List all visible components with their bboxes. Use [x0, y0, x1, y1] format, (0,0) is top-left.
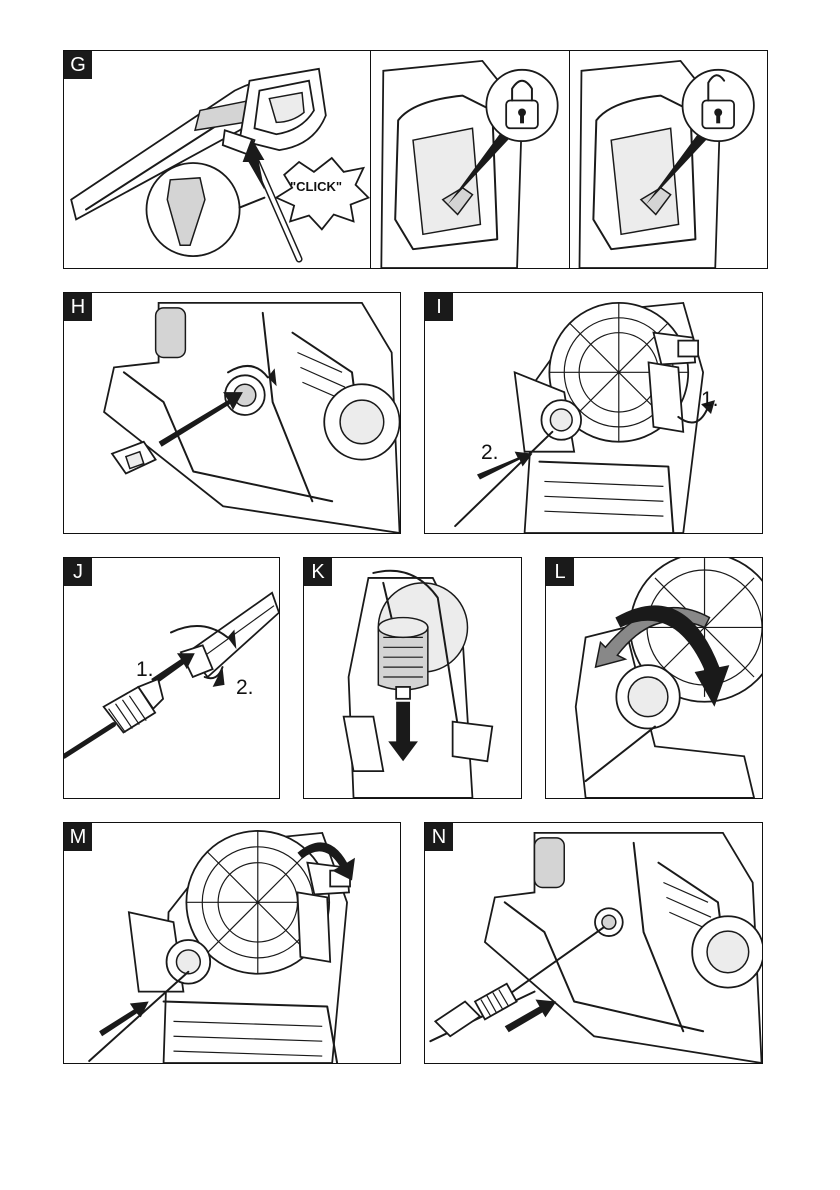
panel-g: G: [63, 50, 768, 269]
panel-i-illustration: [425, 293, 762, 533]
panel-j-step-2: 2.: [236, 676, 254, 700]
panel-j-step-1: 1.: [136, 658, 154, 682]
panel-label-g: G: [64, 51, 92, 79]
panel-n: N: [424, 822, 763, 1064]
panel-i-step-2: 2.: [481, 441, 499, 465]
panel-m: M: [63, 822, 401, 1064]
panel-label-m: M: [64, 823, 92, 851]
panel-label-h: H: [64, 293, 92, 321]
panel-j: J 1. 2.: [63, 557, 280, 799]
panel-k: K: [303, 557, 522, 799]
click-annotation: "CLICK": [290, 179, 342, 194]
panel-label-i: I: [425, 293, 453, 321]
panel-label-l: L: [546, 558, 574, 586]
panel-k-illustration: [304, 558, 521, 798]
panel-g-illustration: [64, 51, 767, 268]
panel-i: I 1. 2.: [424, 292, 763, 534]
panel-l: L: [545, 557, 763, 799]
panel-i-step-1: 1.: [701, 388, 719, 412]
panel-l-illustration: [546, 558, 762, 798]
panel-h-illustration: [64, 293, 400, 533]
panel-label-n: N: [425, 823, 453, 851]
panel-m-illustration: [64, 823, 400, 1063]
panel-h: H: [63, 292, 401, 534]
panel-label-k: K: [304, 558, 332, 586]
panel-label-j: J: [64, 558, 92, 586]
panel-n-illustration: [425, 823, 762, 1063]
